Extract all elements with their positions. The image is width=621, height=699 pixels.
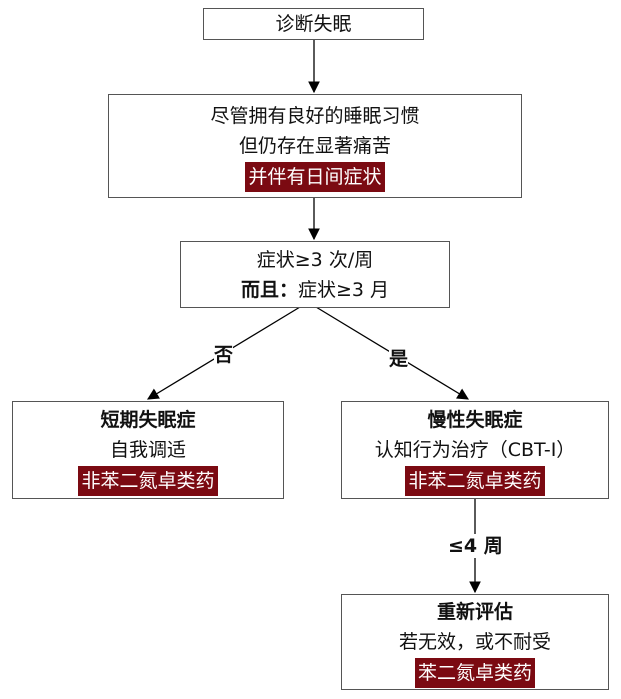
chronic-highlight: 非苯二氮卓类药 — [405, 465, 545, 496]
frequency-duration: 症状≥3 月 — [297, 278, 390, 301]
node-diagnose-title: 诊断失眠 — [275, 13, 352, 35]
node-frequency: 症状≥3 次/周 而且：症状≥3 月 — [180, 241, 450, 308]
node-diagnose-insomnia: 诊断失眠 — [203, 8, 424, 40]
short-term-line: 自我调适 — [109, 438, 186, 461]
short-term-highlight: 非苯二氮卓类药 — [78, 465, 218, 496]
criteria-line-1: 尽管拥有良好的睡眠习惯 — [210, 104, 420, 127]
frequency-line-1: 症状≥3 次/周 — [256, 248, 374, 271]
edge-label-yes: 是 — [389, 347, 409, 371]
node-chronic-insomnia: 慢性失眠症 认知行为治疗（CBT-I） 非苯二氮卓类药 — [341, 401, 609, 499]
node-reassess: 重新评估 若无效，或不耐受 苯二氮卓类药 — [341, 594, 609, 690]
edge-label-no: 否 — [214, 343, 234, 367]
criteria-highlight: 并伴有日间症状 — [245, 161, 385, 192]
criteria-line-2: 但仍存在显著痛苦 — [238, 134, 391, 157]
reassess-line: 若无效，或不耐受 — [398, 630, 551, 653]
frequency-line-2: 而且：症状≥3 月 — [241, 275, 389, 305]
reassess-title: 重新评估 — [436, 600, 513, 623]
node-short-term-insomnia: 短期失眠症 自我调适 非苯二氮卓类药 — [12, 401, 284, 499]
reassess-highlight: 苯二氮卓类药 — [414, 657, 535, 688]
frequency-and-label: 而且： — [240, 278, 298, 301]
short-term-title: 短期失眠症 — [100, 408, 196, 431]
chronic-line: 认知行为治疗（CBT-I） — [374, 438, 576, 461]
node-criteria: 尽管拥有良好的睡眠习惯 但仍存在显著痛苦 并伴有日间症状 — [108, 94, 522, 198]
edge-label-weeks: ≤4 周 — [448, 534, 503, 558]
chronic-title: 慢性失眠症 — [427, 408, 523, 431]
